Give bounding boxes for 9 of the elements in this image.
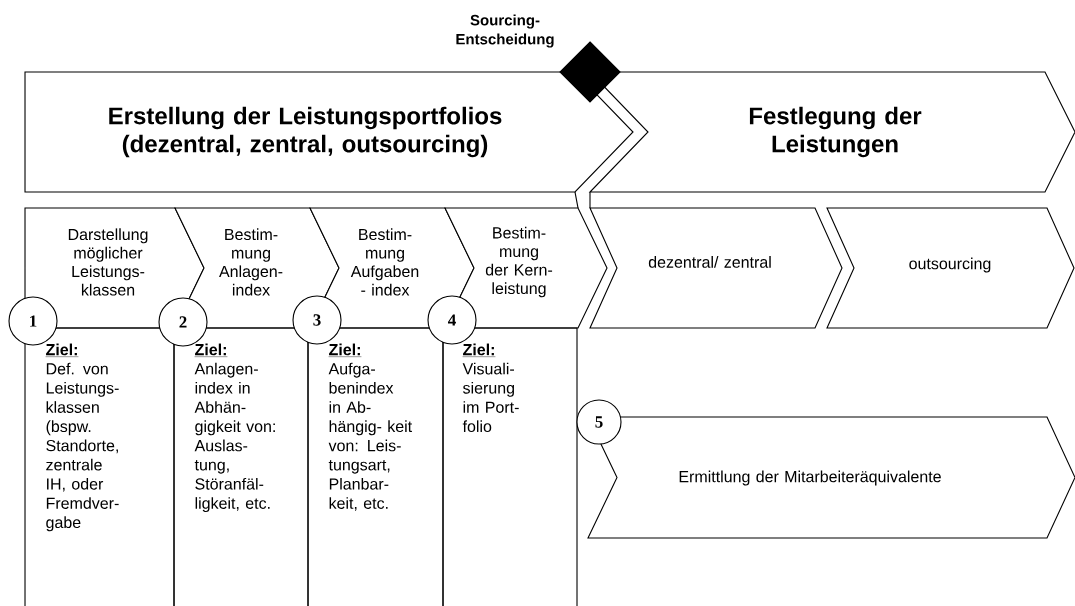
chevron-box: outsourcing	[826, 207, 1075, 329]
goal-column: Ziel: Aufga- benindex in Ab- hängig- keit von: Leis- tungsart, Planbar- keit, etc.	[307, 327, 444, 606]
chevron-box: Erstellung der Leistungsportfolios (dezentral, zentral, outsourcing)	[24, 71, 634, 193]
node-label: Sourcing- Entscheidung	[456, 14, 554, 48]
goal-column: Ziel: Def. von Leistungs- klassen (bspw. Standorte, zentrale IH, oder Fremdver- gabe	[24, 327, 175, 606]
goal-column: Ziel: Visuali- sierung im Port- folio	[442, 327, 578, 606]
goal-column: Ziel: Anlagen- index in Abhän- gigkeit von: Auslas- tung, Störanfäl- ligkeit, etc.	[173, 327, 309, 606]
chevron-box: Festlegung der Leistungen	[588, 71, 1075, 193]
chevron-box: dezentral/ zentral	[589, 207, 843, 329]
